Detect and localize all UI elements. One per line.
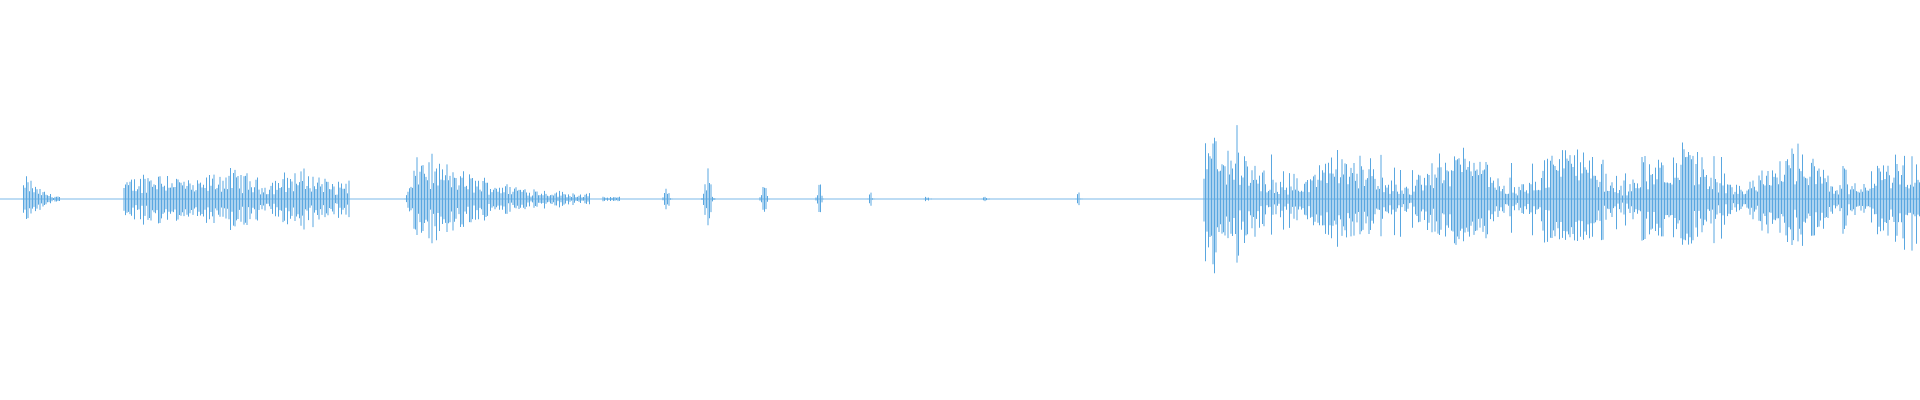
waveform-bursts — [21, 125, 1920, 274]
